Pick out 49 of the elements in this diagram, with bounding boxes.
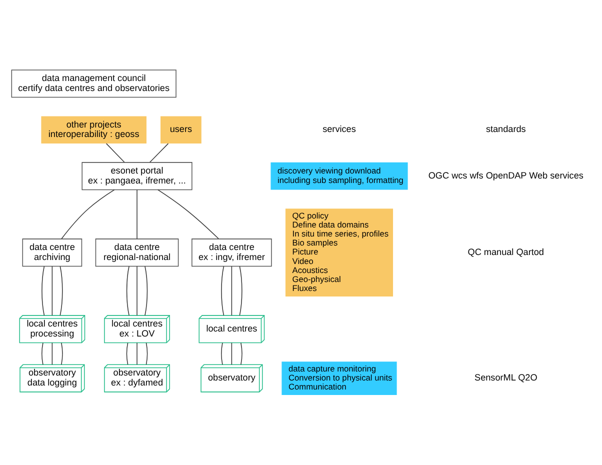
- label: QC policy: [292, 210, 328, 220]
- label: Acoustics: [292, 264, 328, 275]
- connector: [60, 266, 63, 316]
- connector: [136, 266, 138, 316]
- node-box: data centre ex : ingv, ifremer: [192, 238, 272, 267]
- node-box: data centre archiving: [22, 238, 82, 267]
- label: discovery viewing download: [278, 166, 381, 176]
- node-box: other projects interoperability : geoss: [41, 116, 146, 144]
- node-text: OGC wcs wfs OpenDAP Web services: [428, 170, 584, 180]
- label: Geo-physical: [292, 274, 341, 284]
- label: Bio samples: [292, 238, 338, 248]
- connector: [221, 342, 223, 365]
- label: In situ time series, profiles: [292, 228, 389, 239]
- label: Fluxes: [292, 283, 317, 294]
- label: including sub sampling, formatting: [278, 174, 404, 185]
- connector: [126, 342, 128, 365]
- connector: [240, 342, 242, 365]
- connector: [106, 143, 125, 163]
- node-box: esonet portal ex : pangaea, ifremer, ...: [82, 162, 192, 190]
- node-text: QC manual Qartod: [468, 246, 544, 257]
- connector: [239, 266, 242, 316]
- node-box: data management council certify data centres and observatories: [11, 70, 176, 98]
- label: Conversion to physical units: [288, 372, 392, 382]
- node-text: services: [322, 124, 356, 134]
- connector: [61, 342, 63, 365]
- connector: [221, 266, 224, 316]
- connector: [158, 189, 219, 240]
- connector: [144, 266, 148, 316]
- connector: [61, 189, 115, 240]
- connector: [231, 342, 232, 365]
- connector: [136, 190, 138, 240]
- node-text: SensorML Q2O: [474, 372, 538, 383]
- label: Video: [292, 256, 314, 266]
- label: data capture monitoring: [288, 363, 376, 374]
- connector: [231, 266, 232, 316]
- connector: [149, 143, 169, 163]
- node-box: data centre regional-national: [95, 238, 179, 267]
- connector: [146, 342, 148, 365]
- connector: [136, 342, 138, 365]
- label: Picture: [292, 246, 318, 257]
- connector: [52, 342, 53, 365]
- label: Define data domains: [292, 219, 369, 230]
- connector: [42, 342, 44, 365]
- connector: [126, 266, 130, 316]
- node-box: users: [160, 116, 202, 144]
- node-text: standards: [486, 124, 526, 134]
- label: Communication: [288, 382, 346, 392]
- connector: [42, 266, 45, 316]
- connector: [52, 266, 53, 316]
